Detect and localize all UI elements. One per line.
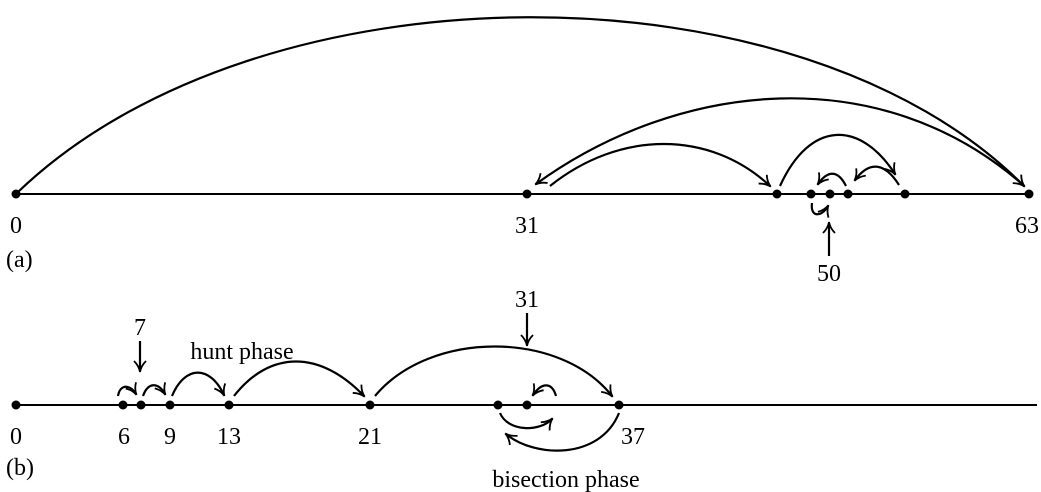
jump-arc-6-7 (116, 382, 138, 397)
point-37 (614, 400, 624, 410)
bisection-phase-label: bisection phase (492, 467, 639, 492)
label-63: 63 (1015, 213, 1039, 239)
jump-arc-0-63 (17, 16, 1026, 193)
point-29 (493, 400, 503, 410)
label-9: 9 (164, 424, 176, 450)
label-37: 37 (621, 424, 645, 450)
jump-arc-13-21 (233, 360, 366, 398)
jump-arc-21-37 (374, 345, 614, 398)
point-51 (843, 189, 853, 199)
hunt-phase-label: hunt phase (190, 339, 293, 365)
jump-arc-9-13 (170, 371, 227, 397)
point-47 (772, 189, 782, 199)
jump-arc-small-31 (531, 383, 558, 397)
caption-a: (a) (6, 247, 33, 273)
point-6 (118, 400, 128, 410)
label-13: 13 (217, 424, 241, 450)
point-55 (900, 189, 910, 199)
panel-a: 0 31 63 50 (a) (6, 16, 1039, 287)
point-13 (224, 400, 234, 410)
point-9 (165, 400, 175, 410)
point-7 (136, 400, 146, 410)
point-31 (522, 400, 532, 410)
label-7: 7 (134, 315, 146, 341)
point-21 (365, 400, 375, 410)
label-0: 0 (10, 213, 22, 239)
label-31: 31 (515, 213, 539, 239)
jump-arc-7-9 (141, 382, 167, 397)
label-21: 21 (358, 424, 382, 450)
jump-arc-49-50 (810, 202, 830, 218)
point-50 (825, 189, 835, 199)
label-31: 31 (515, 287, 539, 313)
panel-b: 0 6 7 9 13 21 31 37 hunt phase bisection… (6, 287, 1037, 492)
label-50: 50 (817, 261, 841, 287)
point-49 (806, 189, 816, 199)
point-63 (1024, 189, 1034, 199)
jump-arc-37-29 (504, 412, 621, 452)
jump-arc-55-51 (853, 165, 900, 186)
jump-arc-63-31 (534, 97, 1023, 186)
label-6: 6 (118, 424, 130, 450)
point-0 (11, 400, 21, 410)
label-0: 0 (10, 424, 22, 450)
jump-arc-47-55 (778, 133, 897, 187)
caption-b: (b) (6, 455, 34, 481)
jump-arc-29-31 (498, 412, 554, 431)
jump-arc-51-49 (816, 172, 847, 187)
point-31 (522, 189, 532, 199)
jump-arc-31-47 (549, 143, 772, 188)
